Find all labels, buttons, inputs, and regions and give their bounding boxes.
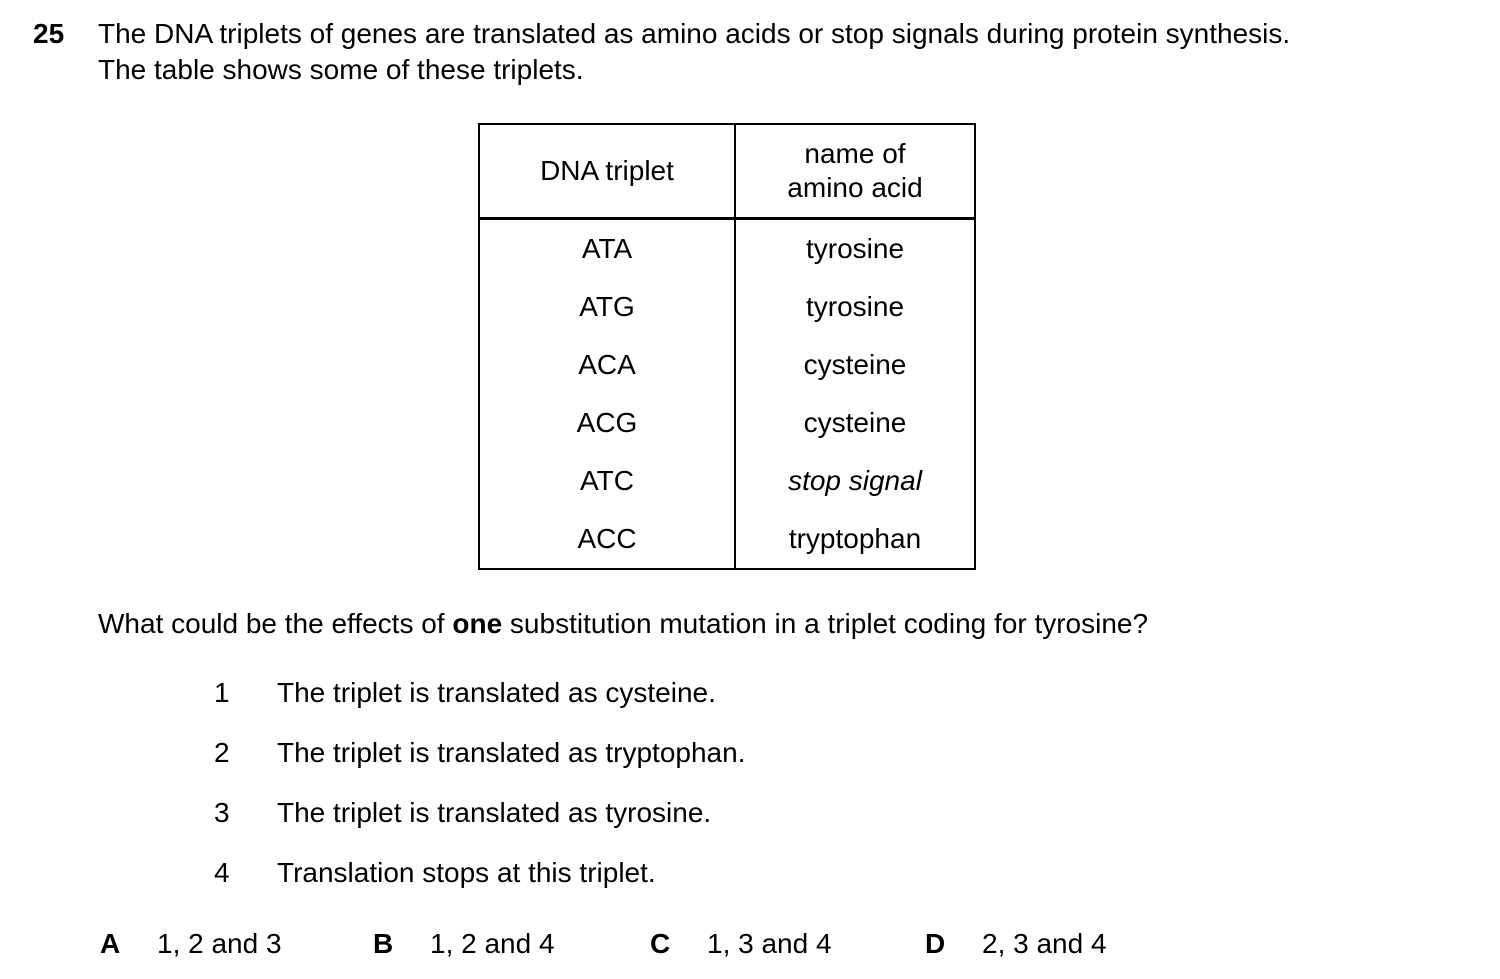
statements-list: 1 The triplet is translated as cysteine.… xyxy=(214,678,745,918)
question-prompt: What could be the effects of one substit… xyxy=(98,608,1148,640)
statement-number: 4 xyxy=(214,857,230,888)
statement-number: 3 xyxy=(214,797,230,828)
option-letter: C xyxy=(650,928,671,959)
option-b: B 1, 2 and 4 xyxy=(373,928,555,960)
statement-item-2: 2 The triplet is translated as tryptopha… xyxy=(214,738,745,767)
prompt-prefix: What could be the effects of xyxy=(98,608,453,639)
cell-triplet: ACC xyxy=(478,510,736,570)
statement-text: The triplet is translated as tryptophan. xyxy=(277,737,746,768)
table-row: ATG tyrosine xyxy=(478,278,976,336)
prompt-suffix: substitution mutation in a triplet codin… xyxy=(502,608,1149,639)
question-intro: The DNA triplets of genes are translated… xyxy=(98,16,1438,88)
option-text: 1, 2 and 4 xyxy=(430,928,555,959)
cell-triplet: ATG xyxy=(478,278,736,336)
cell-amino-acid: tyrosine xyxy=(734,278,976,336)
option-text: 1, 2 and 3 xyxy=(157,928,282,959)
option-letter: D xyxy=(925,928,946,959)
statement-item-4: 4 Translation stops at this triplet. xyxy=(214,858,745,887)
statement-item-3: 3 The triplet is translated as tyrosine. xyxy=(214,798,745,827)
header-dna-triplet: DNA triplet xyxy=(478,123,736,220)
statement-item-1: 1 The triplet is translated as cysteine. xyxy=(214,678,745,707)
option-letter: B xyxy=(373,928,394,959)
answer-options: A 1, 2 and 3 B 1, 2 and 4 C 1, 3 and 4 D… xyxy=(0,928,1500,964)
table-row: ACG cysteine xyxy=(478,394,976,452)
question-header: 25 The DNA triplets of genes are transla… xyxy=(33,16,1438,88)
option-text: 2, 3 and 4 xyxy=(982,928,1107,959)
table-row: ATC stop signal xyxy=(478,452,976,510)
question-number: 25 xyxy=(33,18,65,49)
statement-text: The triplet is translated as cysteine. xyxy=(277,677,716,708)
intro-line-2: The table shows some of these triplets. xyxy=(98,54,584,85)
cell-triplet: ATA xyxy=(478,218,736,278)
statement-number: 1 xyxy=(214,677,230,708)
dna-triplet-table: DNA triplet name of amino acid ATA tyros… xyxy=(478,123,976,570)
statement-text: Translation stops at this triplet. xyxy=(277,857,656,888)
statement-text: The triplet is translated as tyrosine. xyxy=(277,797,712,828)
option-d: D 2, 3 and 4 xyxy=(925,928,1107,960)
cell-amino-acid: tryptophan xyxy=(734,510,976,570)
cell-amino-acid-stop-signal: stop signal xyxy=(734,452,976,510)
option-text: 1, 3 and 4 xyxy=(707,928,832,959)
table-row: ATA tyrosine xyxy=(478,218,976,278)
prompt-bold-word: one xyxy=(452,608,503,639)
option-letter: A xyxy=(100,928,121,959)
cell-amino-acid: tyrosine xyxy=(734,218,976,278)
intro-line-1: The DNA triplets of genes are translated… xyxy=(98,18,1291,49)
table-header-row: DNA triplet name of amino acid xyxy=(478,123,976,220)
cell-amino-acid: cysteine xyxy=(734,336,976,394)
table-row: ACA cysteine xyxy=(478,336,976,394)
option-a: A 1, 2 and 3 xyxy=(100,928,282,960)
statement-number: 2 xyxy=(214,737,230,768)
cell-amino-acid: cysteine xyxy=(734,394,976,452)
header-amino-acid: name of amino acid xyxy=(734,123,976,220)
option-c: C 1, 3 and 4 xyxy=(650,928,832,960)
cell-triplet: ATC xyxy=(478,452,736,510)
table-row: ACC tryptophan xyxy=(478,510,976,570)
cell-triplet: ACA xyxy=(478,336,736,394)
cell-triplet: ACG xyxy=(478,394,736,452)
